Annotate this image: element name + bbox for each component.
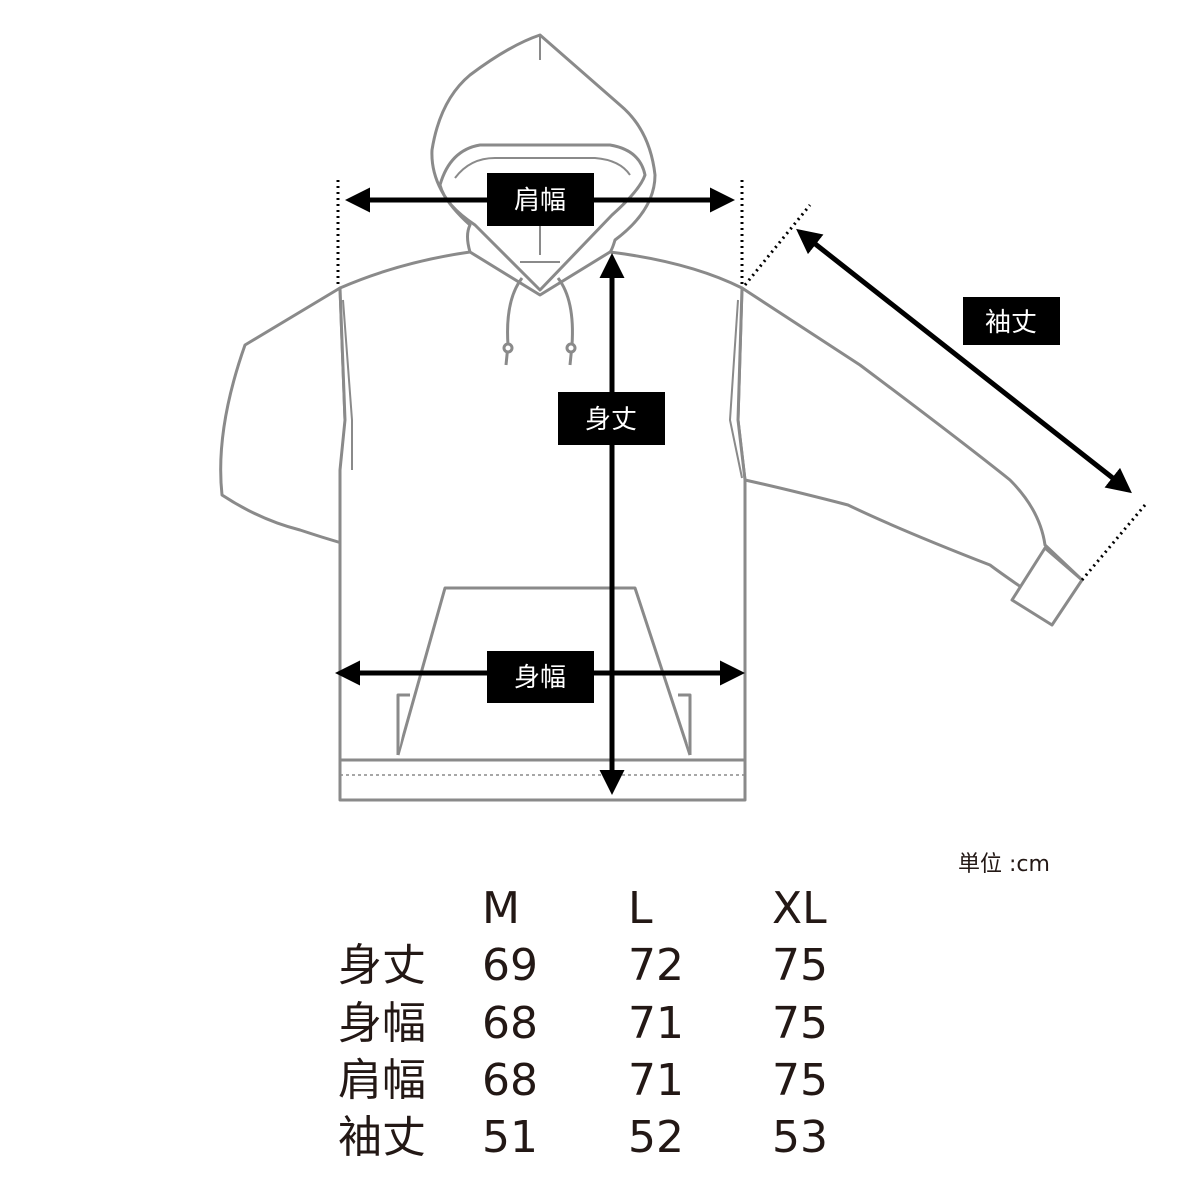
table-cell: 71 bbox=[628, 998, 684, 1049]
shoulder-width-label: 肩幅 bbox=[487, 173, 594, 226]
column-header-xl: XL bbox=[772, 883, 827, 934]
size-table: M L XL 身丈 69 72 75 身幅 68 71 75 肩幅 68 71 … bbox=[330, 880, 890, 1180]
table-cell: 75 bbox=[772, 1055, 828, 1106]
svg-text:袖丈: 袖丈 bbox=[985, 308, 1037, 338]
waistband bbox=[338, 758, 747, 802]
row-label-body-length: 身丈 bbox=[338, 940, 426, 991]
left-armhole-seam bbox=[342, 299, 353, 470]
svg-text:身丈: 身丈 bbox=[585, 405, 637, 435]
row-label-body-width: 身幅 bbox=[338, 998, 426, 1049]
svg-text:身幅: 身幅 bbox=[514, 663, 566, 693]
body-width-label: 身幅 bbox=[487, 651, 594, 703]
table-cell: 52 bbox=[628, 1112, 684, 1163]
sleeve-length-arrow bbox=[796, 228, 1132, 494]
table-cell: 51 bbox=[482, 1112, 538, 1163]
right-armhole-seam bbox=[729, 299, 743, 479]
row-label-shoulder-width: 肩幅 bbox=[338, 1055, 426, 1106]
body-length-label: 身丈 bbox=[558, 392, 665, 445]
table-cell: 69 bbox=[482, 940, 538, 991]
hoodie-measurement-diagram: 肩幅 身丈 袖丈 身幅 bbox=[219, 33, 1147, 802]
row-label-sleeve-length: 袖丈 bbox=[338, 1112, 426, 1163]
column-header-m: M bbox=[482, 883, 520, 934]
sleeve-length-label: 袖丈 bbox=[963, 297, 1060, 345]
reference-lines bbox=[336, 180, 1147, 581]
svg-text:肩幅: 肩幅 bbox=[514, 186, 566, 216]
table-cell: 68 bbox=[482, 1055, 538, 1106]
column-header-l: L bbox=[628, 883, 653, 934]
table-cell: 75 bbox=[772, 998, 828, 1049]
table-cell: 75 bbox=[772, 940, 828, 991]
table-cell: 68 bbox=[482, 998, 538, 1049]
unit-note: 単位 :cm bbox=[958, 852, 1050, 877]
table-cell: 72 bbox=[628, 940, 684, 991]
table-cell: 71 bbox=[628, 1055, 684, 1106]
table-cell: 53 bbox=[772, 1112, 828, 1163]
right-cuff bbox=[1010, 546, 1084, 627]
